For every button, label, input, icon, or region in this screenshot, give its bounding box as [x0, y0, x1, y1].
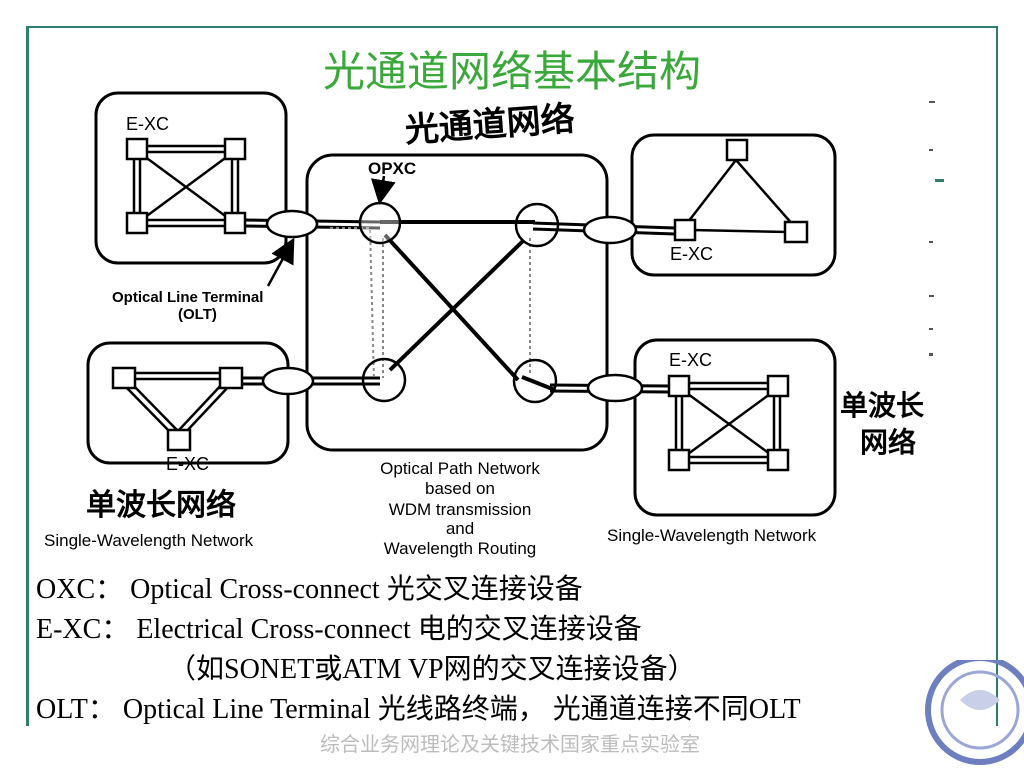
dotted-paths: [330, 227, 531, 381]
exc-triangle-top-right: [673, 138, 809, 244]
opxc-node-bl: [361, 357, 407, 403]
exc-label-top-right: E-XC: [670, 244, 713, 264]
opxc-arrow: [370, 175, 396, 205]
olt-bottom-right: [586, 373, 644, 403]
legend-olt: OLT： Optical Line Terminal 光线路终端， 光通道连接不…: [36, 694, 801, 725]
opn-line-3: WDM transmission: [389, 500, 532, 519]
exc-label-top-left: E-XC: [126, 114, 169, 134]
legend: OXC： Optical Cross-connect 光交叉连接设备 E-XC：…: [36, 570, 801, 730]
exc-mesh-top-left: [125, 137, 247, 235]
olt-ellipses: [261, 209, 644, 403]
network-box-bottom-right: [633, 338, 837, 517]
opxc-label: OPXC: [368, 159, 416, 178]
swn-label-left: Single-Wavelength Network: [44, 531, 254, 550]
olt-arrow: [266, 237, 295, 287]
exc-label-bottom-right: E-XC: [669, 350, 712, 370]
olt-top-right: [582, 215, 638, 245]
footer-lab-name: 综合业务网理论及关键技术国家重点实验室: [320, 732, 700, 756]
exc-triangle-bottom-left: [111, 366, 244, 452]
handwritten-left: 单波长网络: [86, 488, 236, 523]
optical-paths: [380, 220, 556, 392]
legend-exc: E-XC： Electrical Cross-connect 电的交叉连接设备: [36, 614, 642, 645]
slide-title: 光通道网络基本结构: [322, 47, 701, 96]
handwritten-center: 光通道网络: [404, 99, 576, 151]
legend-oxc: OXC： Optical Cross-connect 光交叉连接设备: [36, 574, 583, 605]
handwritten-right-1: 单波长: [840, 389, 924, 422]
opxc-node-tr: [514, 202, 560, 248]
exc-mesh-bottom-right: [667, 374, 790, 472]
optical-network-diagram: E-XC E-XC E-XC E-XC OPXC Optical Line Te…: [44, 91, 924, 558]
olt-bottom-left: [261, 366, 315, 396]
network-box-top-right: [630, 133, 837, 277]
opn-line-2: based on: [425, 479, 495, 498]
opxc-node-tl: [358, 201, 402, 245]
olt-label-line1: Optical Line Terminal: [112, 289, 263, 306]
network-box-bottom-left: [86, 341, 290, 465]
opxc-node-br: [512, 358, 558, 404]
opn-line-4: and: [446, 519, 474, 538]
network-box-top-left: [94, 91, 288, 265]
olt-label-line2: (OLT): [178, 306, 217, 323]
swn-label-right: Single-Wavelength Network: [607, 526, 817, 545]
olt-top-left: [265, 209, 319, 239]
exc-label-bottom-left: E-XC: [166, 454, 209, 474]
network-box-center: [305, 153, 609, 452]
opn-line-1: Optical Path Network: [380, 459, 540, 478]
side-marks: [929, 101, 944, 356]
slide-frame: [26, 26, 998, 726]
legend-exc-note: （如SONET或ATM VP网的交叉连接设备）: [168, 654, 696, 685]
opn-line-5: Wavelength Routing: [384, 539, 536, 558]
handwritten-right-2: 网络: [860, 426, 916, 459]
university-seal-logo: [925, 660, 1024, 765]
opxc-nodes: [358, 201, 560, 404]
